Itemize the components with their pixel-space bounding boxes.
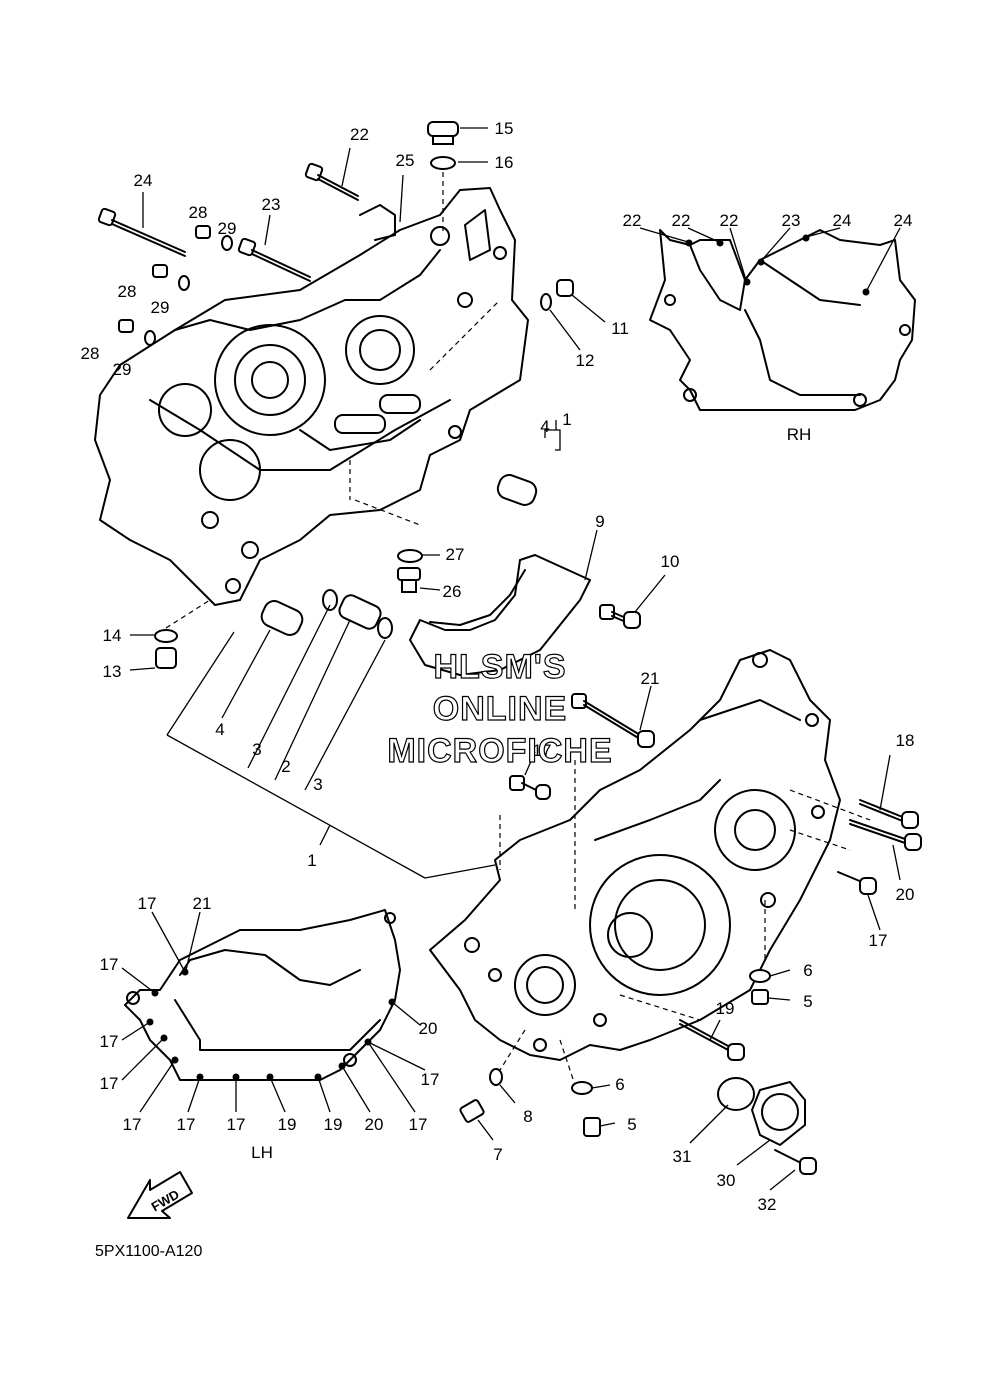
callout-21a: 21 [641,669,660,688]
callout-2: 2 [281,757,290,776]
callout-25: 25 [396,151,415,170]
lh-view [121,909,426,1113]
callout-32: 32 [758,1195,777,1214]
callout-19a: 19 [716,999,735,1018]
forward-arrow-icon: FWD [127,1171,193,1219]
callout-30: 30 [717,1171,736,1190]
watermark: HLSM'S ONLINE MICROFICHE [387,647,613,770]
lh-callout: 17 [138,894,157,913]
lh-callout: 19 [278,1115,297,1134]
rh-callouts: 22 22 22 23 24 24 RH [623,211,913,444]
dowel-and-plug [397,474,538,593]
right-crankcase [429,649,871,1086]
rh-callout: 22 [623,211,642,230]
callout-27: 27 [446,545,465,564]
callout-4b: 4 [215,720,224,739]
callout-5b: 5 [627,1115,636,1134]
rh-callout: 24 [894,211,913,230]
callout-23a: 23 [262,195,281,214]
lh-view-label: LH [251,1143,273,1162]
callout-7: 7 [493,1145,502,1164]
callout-9: 9 [595,512,604,531]
callout-6b: 6 [615,1075,624,1094]
callout-28c: 28 [81,344,100,363]
callout-17a: 17 [533,741,552,760]
callout-29c: 29 [113,360,132,379]
leader-lines [129,127,901,1191]
bolt-13-washer-14 [154,599,211,669]
callout-10: 10 [661,552,680,571]
lh-callout: 17 [100,955,119,974]
baffle-plate [409,554,641,676]
left-crankcase [94,187,529,606]
callout-29a: 29 [218,219,237,238]
lh-callouts: 17 21 17 17 17 17 17 17 19 19 20 17 17 2… [100,894,440,1162]
lh-callout: 21 [193,894,212,913]
callout-13: 13 [103,662,122,681]
lh-callout: 20 [419,1019,438,1038]
callout-11: 11 [611,319,629,338]
crankcase-cover [717,1077,817,1175]
callout-8: 8 [523,1107,532,1126]
upper-bolts [97,162,396,346]
diagram-code: 5PX1100-A120 [95,1243,202,1260]
callout-6a: 6 [803,961,812,980]
callout-16: 16 [495,153,514,172]
callout-14: 14 [103,626,122,645]
callouts: 22 24 28 29 23 25 15 16 28 29 28 29 11 1… [81,119,915,1214]
callout-15: 15 [495,119,514,138]
lh-callout: 17 [177,1115,196,1134]
callout-24a: 24 [134,171,153,190]
lh-callout: 17 [409,1115,428,1134]
callout-1a: 1 [562,410,571,429]
lh-callout: 19 [324,1115,343,1134]
lh-callout: 17 [100,1074,119,1093]
watermark-line1: HLSM'S [433,648,566,686]
callout-3b: 3 [313,775,322,794]
rh-view-label: RH [787,425,812,444]
rh-callout: 24 [833,211,852,230]
bolt-11-washer-12 [540,279,574,311]
callout-20a: 20 [896,885,915,904]
callout-28a: 28 [189,203,208,222]
watermark-line2: ONLINE [433,690,567,728]
lh-callout: 17 [227,1115,246,1134]
lh-callout: 17 [100,1032,119,1051]
callout-17b: 17 [869,931,888,950]
lh-callout: 17 [123,1115,142,1134]
callout-28b: 28 [118,282,137,301]
callout-4a: 4 [540,417,549,436]
rh-callout: 22 [720,211,739,230]
callout-31: 31 [673,1147,692,1166]
callout-3a: 3 [252,740,261,759]
callout-22a: 22 [350,125,369,144]
callout-1b: 1 [307,851,316,870]
callout-29b: 29 [151,298,170,317]
callout-12: 12 [576,351,595,370]
callout-5a: 5 [803,992,812,1011]
drain-plug [427,121,459,232]
lower-bolts [459,693,922,1137]
lh-callout: 17 [421,1070,440,1089]
callout-26: 26 [443,582,462,601]
lh-callout: 20 [365,1115,384,1134]
watermark-line3: MICROFICHE [387,732,612,770]
callout-18: 18 [896,731,915,750]
rh-view [639,227,916,411]
rh-callout: 22 [672,211,691,230]
rh-callout: 23 [782,211,801,230]
